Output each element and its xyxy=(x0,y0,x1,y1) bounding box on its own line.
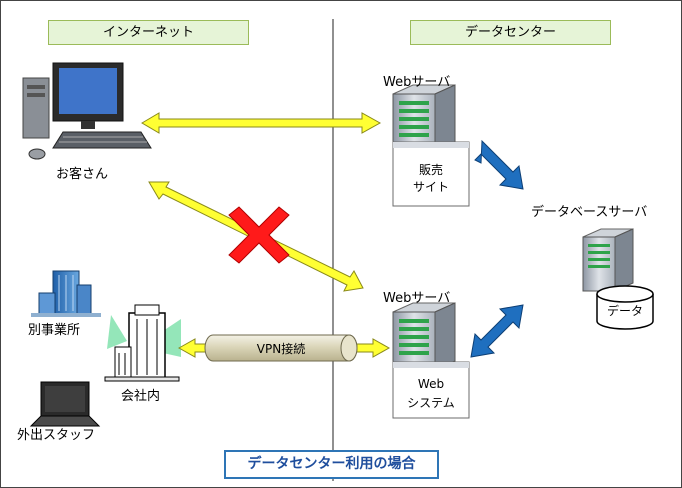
laptop-icon xyxy=(29,381,101,427)
data-label: データ xyxy=(606,304,643,318)
web-server-2-label: Webサーバ xyxy=(383,291,451,306)
web-system-line-1: Web xyxy=(417,377,445,391)
arrow-customer-to-webserver xyxy=(141,112,382,134)
web-server-1-label: Webサーバ xyxy=(383,75,451,90)
db-server-label: データベースサーバ xyxy=(531,205,648,220)
web-system-line-2: システム xyxy=(407,396,455,410)
company-label: 会社内 xyxy=(121,389,161,404)
server-tower-icon xyxy=(582,228,634,292)
branch-office-label: 別事業所 xyxy=(28,323,81,338)
database-cylinder-icon xyxy=(596,285,654,330)
arrow-db-to-webserver-1 xyxy=(474,139,524,190)
arrow-db-to-webserver-2 xyxy=(470,304,524,358)
vpn-label: VPN接続 xyxy=(256,342,306,356)
sales-site-window xyxy=(392,141,470,207)
customer-label: お客さん xyxy=(56,167,109,182)
vpn-tunnel xyxy=(204,334,358,362)
arrow-vpn-to-webserver xyxy=(352,338,391,358)
sales-site-line-2: サイト xyxy=(412,180,449,194)
server-tower-icon xyxy=(392,84,456,152)
server-tower-icon xyxy=(392,302,456,370)
web-system-window xyxy=(392,361,470,419)
internet-zone-header: インターネット xyxy=(48,20,249,45)
desktop-pc-icon xyxy=(22,62,152,160)
cross-icon xyxy=(228,206,290,264)
diagram-caption: データセンター利用の場合 xyxy=(224,450,439,479)
datacenter-zone-header: データセンター xyxy=(410,20,611,45)
office-building-icon xyxy=(31,270,101,317)
remote-staff-label: 外出スタッフ xyxy=(17,428,96,443)
office-building-icon xyxy=(104,304,181,382)
sales-site-line-1: 販売 xyxy=(418,163,443,177)
